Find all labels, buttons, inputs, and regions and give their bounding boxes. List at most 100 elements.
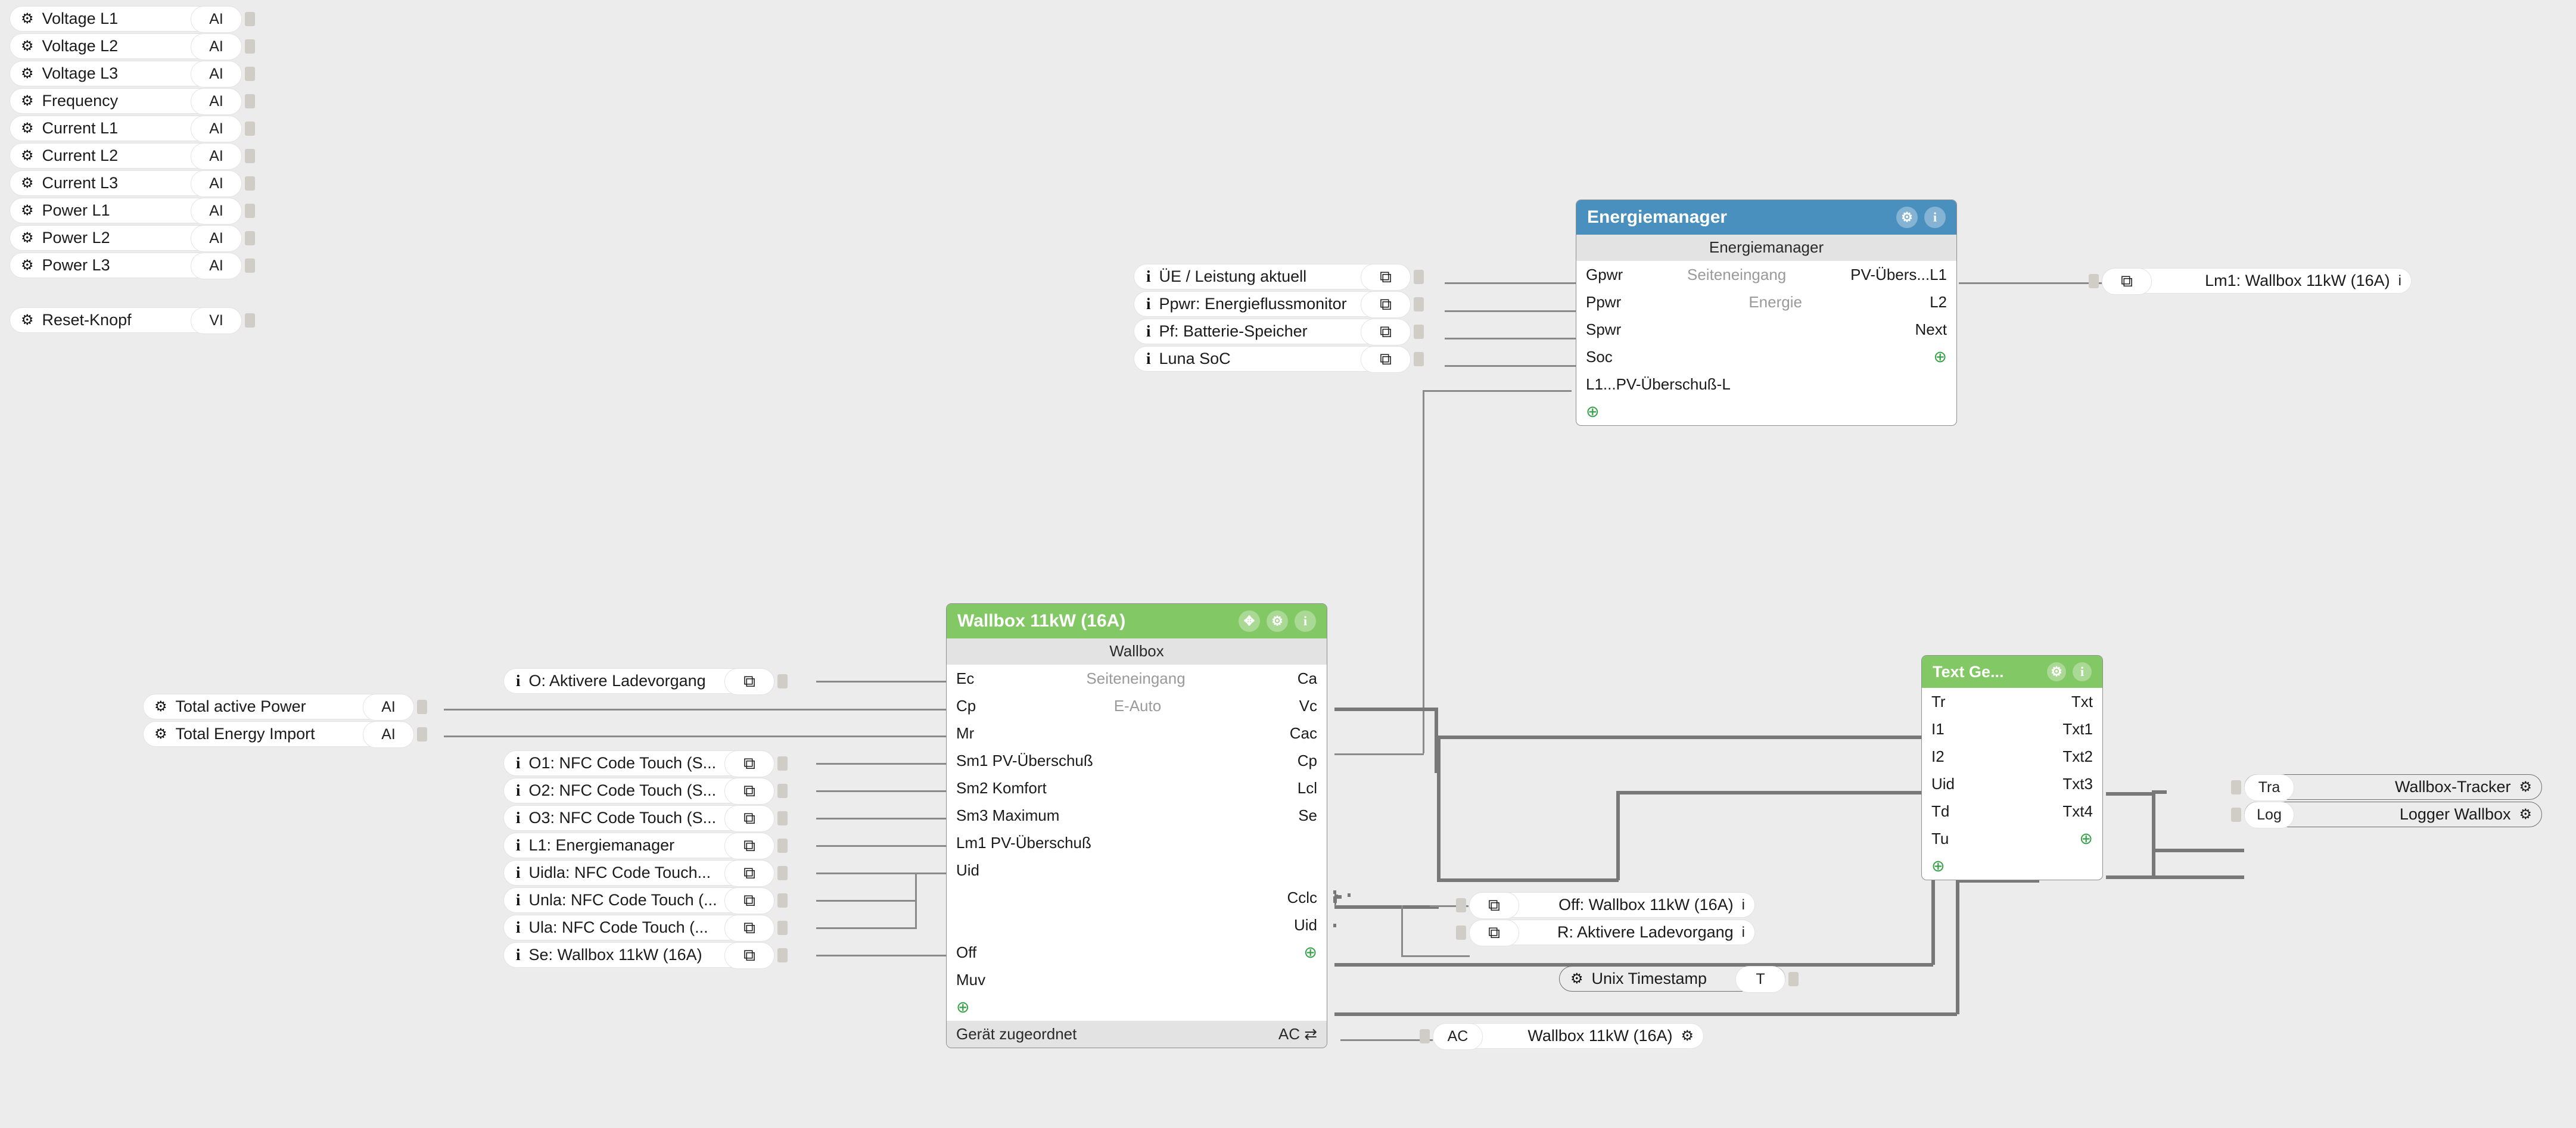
connector-stub[interactable] (417, 727, 427, 741)
port-out-label[interactable]: Se (1298, 806, 1317, 824)
connector-stub[interactable] (245, 121, 255, 136)
connector-stub[interactable] (245, 313, 255, 328)
tracker-output-item[interactable]: Wallbox-Tracker⚙Tra (2244, 774, 2542, 801)
port-in-label[interactable]: L1...PV-Überschuß-L (1586, 375, 1731, 393)
connector-stub[interactable] (2231, 780, 2241, 794)
port-in-label[interactable]: Tr (1931, 692, 1946, 711)
import-icon[interactable]: ⧉ (1469, 920, 1519, 946)
connector-stub[interactable] (777, 866, 788, 880)
export-icon[interactable]: ⧉ (724, 915, 774, 942)
list-item-badge[interactable]: AI (191, 143, 242, 170)
port-out-label[interactable]: Txt4 (2062, 802, 2093, 820)
gear-icon[interactable]: ⚙ (2519, 779, 2532, 795)
connector-stub[interactable] (245, 258, 255, 273)
connector-stub[interactable] (1414, 352, 1424, 366)
tracker-output-item[interactable]: Logger Wallbox⚙Log (2244, 802, 2542, 828)
connector-stub[interactable] (777, 921, 788, 935)
port-in-label[interactable]: Sm1 PV-Überschuß (956, 751, 1093, 769)
connector-stub[interactable] (1414, 297, 1424, 311)
connector-stub[interactable] (1788, 972, 1799, 986)
list-item-badge[interactable]: T (1735, 966, 1785, 993)
list-item-badge[interactable]: AI (191, 61, 242, 88)
output-item[interactable]: Lm1: Wallbox 11kW (16A)i⧉ (2102, 268, 2412, 295)
gear-icon[interactable]: ⚙ (1267, 610, 1288, 632)
port-in-label[interactable]: Ec (956, 669, 975, 687)
text-generator-node-header[interactable]: Text Ge... ⚙ i (1922, 656, 2102, 688)
info-icon[interactable]: i (1741, 924, 1745, 940)
port-in-label[interactable]: Uid (1931, 774, 1955, 793)
connector-stub[interactable] (1456, 898, 1466, 912)
list-item-badge[interactable]: AI (191, 88, 242, 115)
energiemanager-node-header[interactable]: Energiemanager ⚙ i (1576, 200, 1956, 235)
port-in-label[interactable]: Sm2 Komfort (956, 778, 1047, 797)
port-in-label[interactable]: Off (956, 943, 977, 961)
list-item-badge[interactable]: Log (2244, 802, 2294, 828)
export-icon[interactable]: ⧉ (724, 942, 774, 969)
import-icon[interactable]: ⧉ (2102, 268, 2152, 295)
port-out-label[interactable]: Txt (2071, 692, 2093, 711)
port-out-label[interactable]: PV-Übers...L1 (1850, 265, 1947, 283)
list-item-badge[interactable]: AI (191, 6, 242, 33)
export-icon[interactable]: ⧉ (1361, 264, 1411, 291)
info-icon[interactable]: i (2073, 662, 2092, 681)
add-port-icon[interactable]: ⊕ (1933, 347, 1947, 366)
port-in-label[interactable]: Lm1 PV-Überschuß (956, 833, 1091, 852)
connector-stub[interactable] (777, 756, 788, 771)
connector-stub[interactable] (2231, 808, 2241, 822)
port-in-label[interactable]: Spwr (1586, 320, 1622, 338)
connector-stub[interactable] (245, 39, 255, 54)
connector-stub[interactable] (2089, 274, 2099, 288)
port-in-label[interactable]: Cp (956, 696, 976, 715)
connector-stub[interactable] (245, 176, 255, 191)
port-in-label[interactable]: Mr (956, 724, 975, 742)
wallbox-node-header[interactable]: Wallbox 11kW (16A) ✥ ⚙ i (947, 604, 1327, 638)
port-in-label[interactable]: Soc (1586, 347, 1613, 366)
port-in-label[interactable]: Uid (956, 861, 980, 879)
port-out-label[interactable]: Uid (1293, 915, 1317, 934)
port-out-label[interactable]: Ca (1297, 669, 1317, 687)
export-icon[interactable]: ⧉ (724, 887, 774, 914)
connector-stub[interactable] (1414, 325, 1424, 339)
connector-stub[interactable] (777, 839, 788, 853)
add-port-icon[interactable]: ⊕ (2079, 829, 2093, 847)
info-icon[interactable]: i (1741, 896, 1745, 913)
output-item[interactable]: Off: Wallbox 11kW (16A)i⧉ (1469, 892, 1755, 919)
list-item-badge[interactable]: VI (191, 307, 242, 334)
connector-stub[interactable] (1420, 1029, 1430, 1043)
list-item-badge[interactable]: AI (363, 694, 414, 721)
gear-icon[interactable]: ⚙ (1681, 1028, 1694, 1044)
list-item-badge[interactable]: AI (191, 225, 242, 252)
list-item-badge[interactable]: AI (191, 170, 242, 197)
ac-row-item[interactable]: Wallbox 11kW (16A)⚙AC (1433, 1023, 1704, 1050)
info-icon[interactable]: i (2398, 272, 2401, 289)
port-out-label[interactable]: Txt1 (2062, 719, 2093, 738)
add-port-icon[interactable]: ⊕ (1303, 943, 1317, 961)
info-icon[interactable]: i (1924, 207, 1946, 228)
port-in-label[interactable]: Sm3 Maximum (956, 806, 1060, 824)
connector-stub[interactable] (245, 12, 255, 26)
connector-stub[interactable] (245, 67, 255, 81)
connector-stub[interactable] (777, 948, 788, 962)
connector-stub[interactable] (1456, 926, 1466, 940)
connector-stub[interactable] (1414, 270, 1424, 284)
list-item-badge[interactable]: Tra (2244, 774, 2294, 801)
connector-stub[interactable] (777, 674, 788, 688)
port-out-label[interactable]: L2 (1930, 292, 1947, 311)
